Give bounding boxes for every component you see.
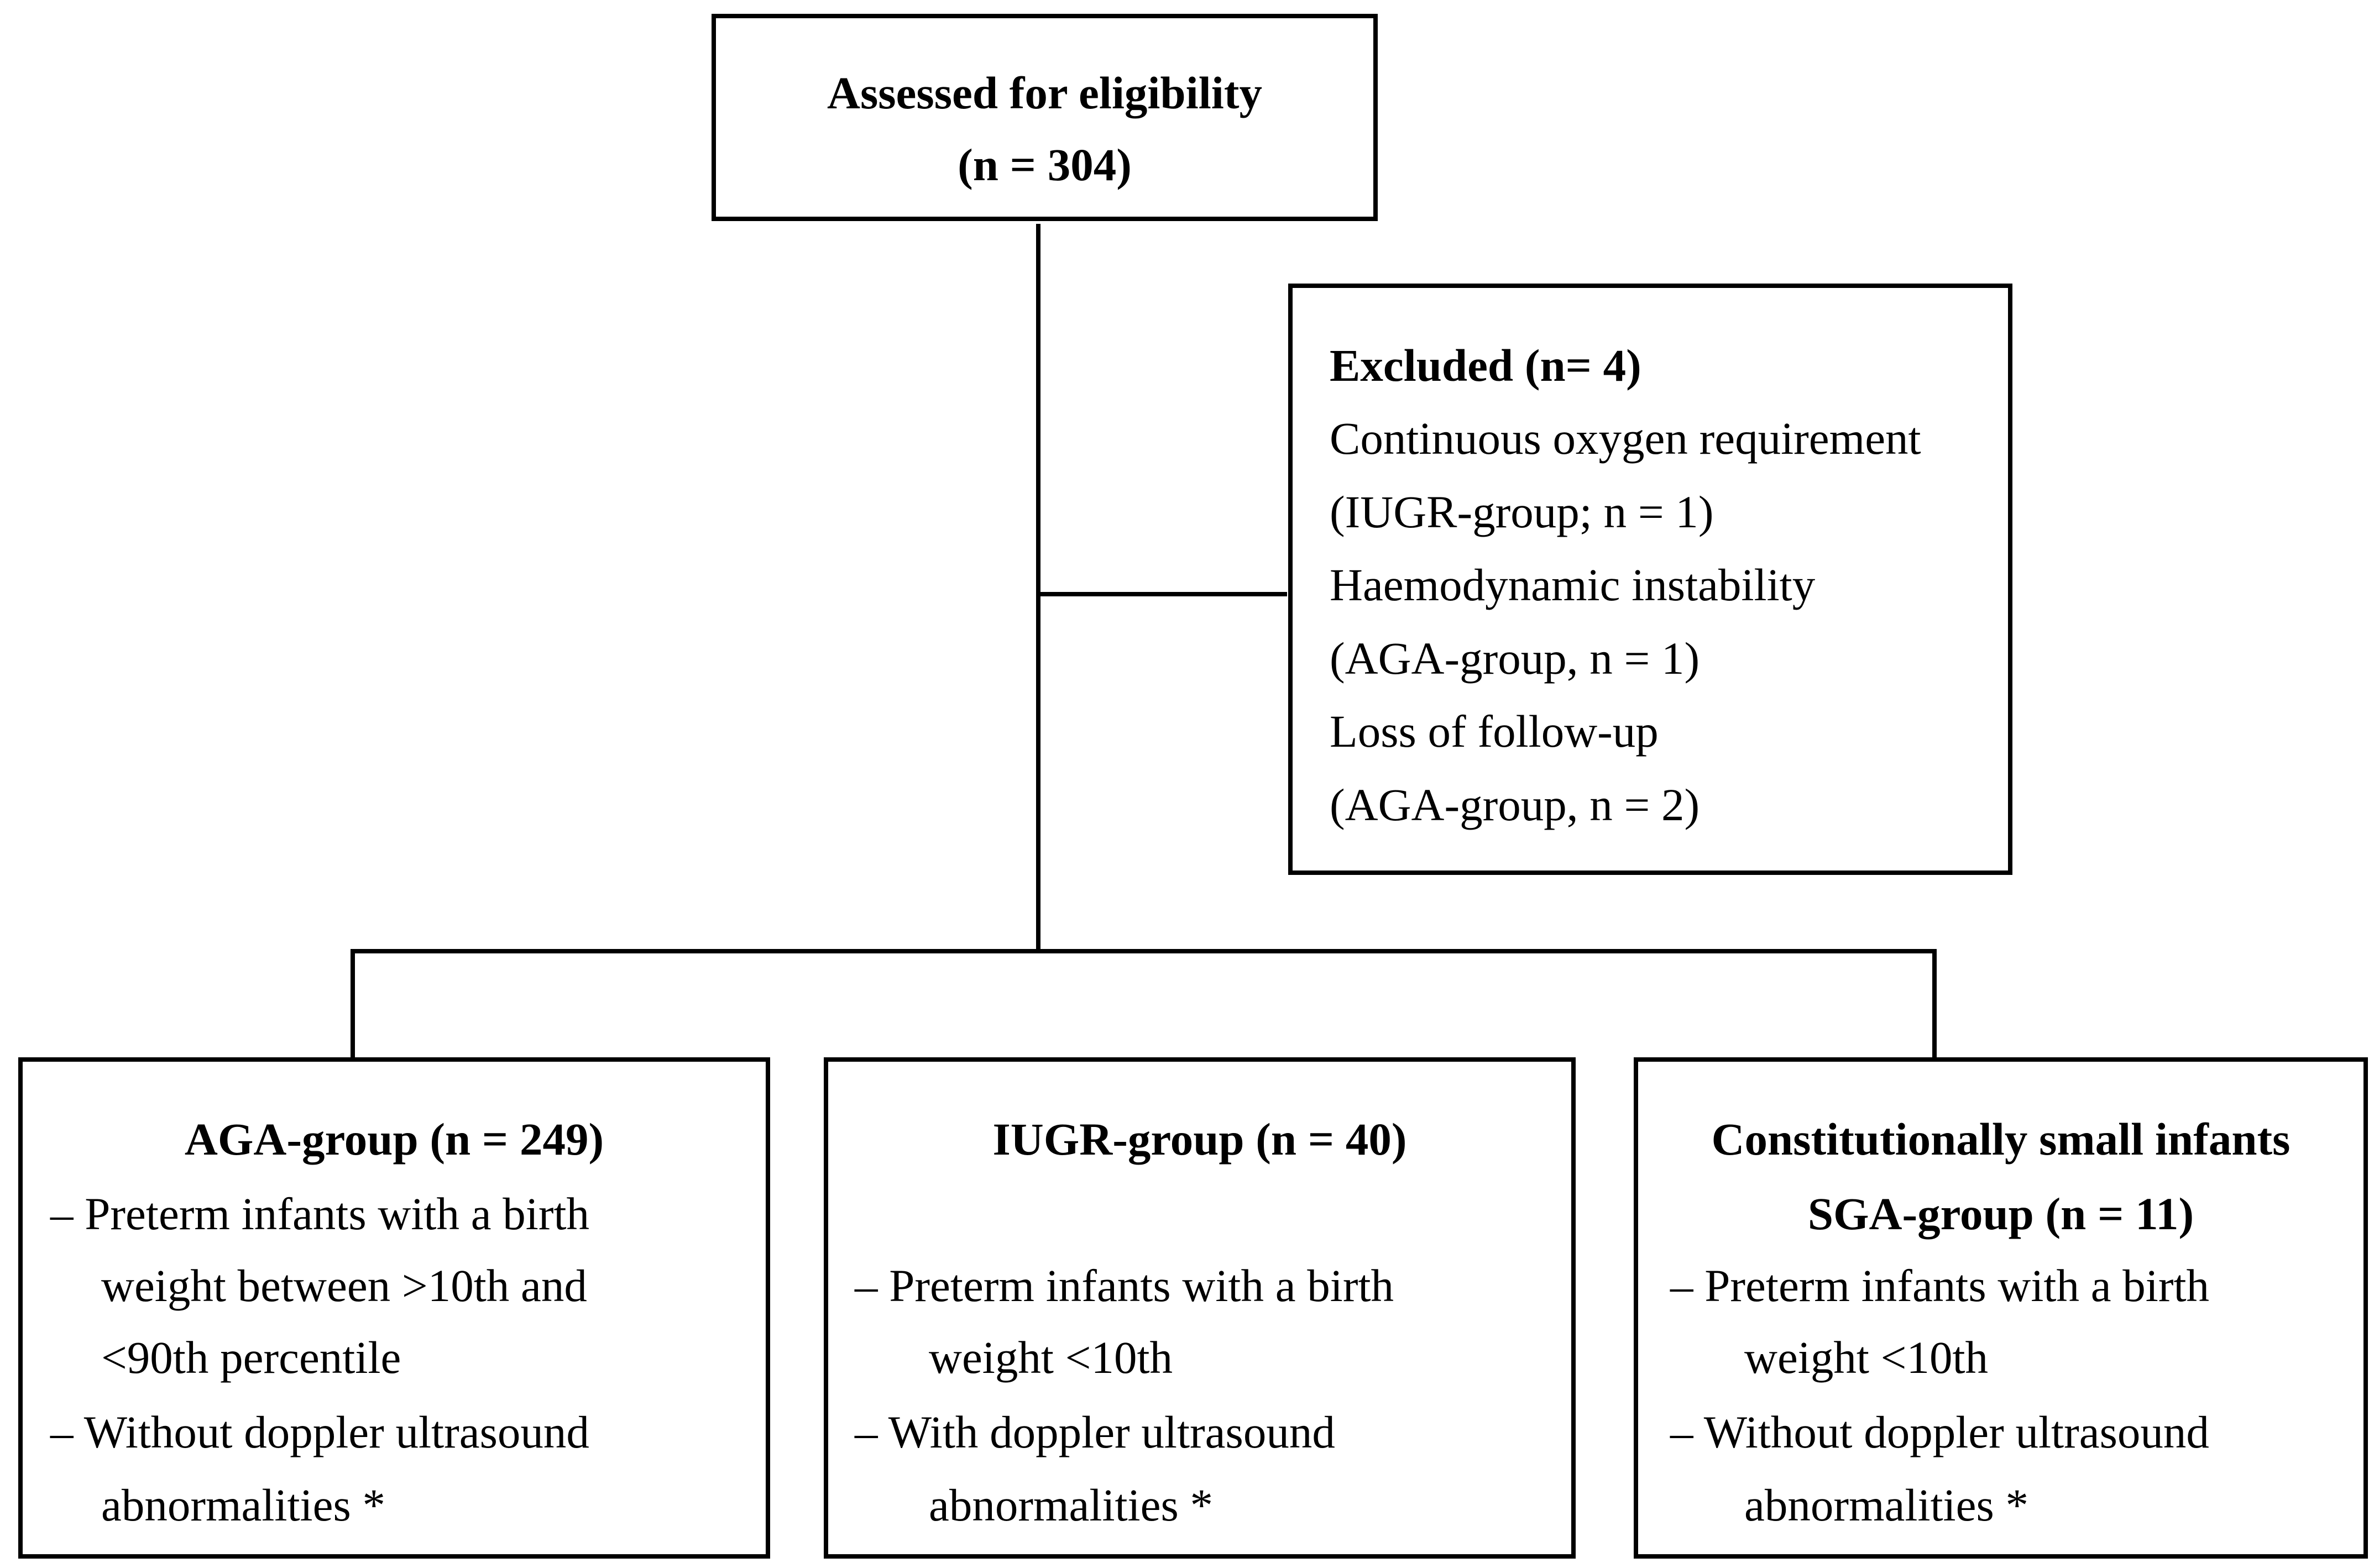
aga-criterion-1-cont-2: <90th percentile <box>101 1332 401 1383</box>
aga-criterion-1-cont: weight between >10th and <box>101 1260 587 1311</box>
sga-criterion-2: – Without doppler ultrasound <box>1670 1407 2209 1457</box>
iugr-criterion-2-cont: abnormalities * <box>929 1480 1214 1530</box>
sga-group-box: Constitutionally small infants SGA-group… <box>1634 1057 2368 1559</box>
assessed-count: (n = 304) <box>958 139 1132 190</box>
iugr-group-box: IUGR-group (n = 40) – Preterm infants wi… <box>824 1057 1576 1559</box>
sga-group-title: Constitutionally small infants <box>1711 1114 2291 1165</box>
excluded-reason-3-group: (AGA-group, n = 2) <box>1330 779 1700 830</box>
excluded-reason-3: Loss of follow-up <box>1330 706 1659 757</box>
excluded-reason-2-group: (AGA-group, n = 1) <box>1330 633 1700 684</box>
connector-sga-vertical <box>1932 949 1937 1060</box>
excluded-reason-1: Continuous oxygen requirement <box>1330 413 1921 464</box>
aga-criterion-2-cont: abnormalities * <box>101 1480 386 1530</box>
excluded-reason-1-group: (IUGR-group; n = 1) <box>1330 486 1714 537</box>
excluded-reason-2: Haemodynamic instability <box>1330 559 1816 610</box>
connector-aga-vertical <box>351 949 355 1060</box>
sga-criterion-2-cont: abnormalities * <box>1744 1480 2029 1530</box>
aga-group-box: AGA-group (n = 249) – Preterm infants wi… <box>18 1057 770 1559</box>
connector-exclusion-branch <box>1038 592 1287 596</box>
connector-top-vertical <box>1036 224 1040 953</box>
sga-criterion-1-cont: weight <10th <box>1744 1332 1989 1383</box>
excluded-title: Excluded (n= 4) <box>1330 340 1641 391</box>
sga-group-subtitle: SGA-group (n = 11) <box>1807 1188 2194 1239</box>
iugr-criterion-1: – Preterm infants with a birth <box>855 1260 1394 1311</box>
aga-criterion-1: – Preterm infants with a birth <box>50 1188 590 1239</box>
excluded-box: Excluded (n= 4) Continuous oxygen requir… <box>1288 284 2012 875</box>
iugr-criterion-1-cont: weight <10th <box>929 1332 1173 1383</box>
aga-criterion-2: – Without doppler ultrasound <box>50 1407 589 1457</box>
aga-group-title: AGA-group (n = 249) <box>184 1114 604 1165</box>
assessed-title: Assessed for eligibility <box>827 67 1262 118</box>
assessed-box: Assessed for eligibility (n = 304) <box>712 14 1378 221</box>
iugr-group-title: IUGR-group (n = 40) <box>992 1114 1407 1165</box>
iugr-criterion-2: – With doppler ultrasound <box>855 1407 1335 1457</box>
connector-groups-horizontal <box>351 949 1937 953</box>
sga-criterion-1: – Preterm infants with a birth <box>1670 1260 2210 1311</box>
